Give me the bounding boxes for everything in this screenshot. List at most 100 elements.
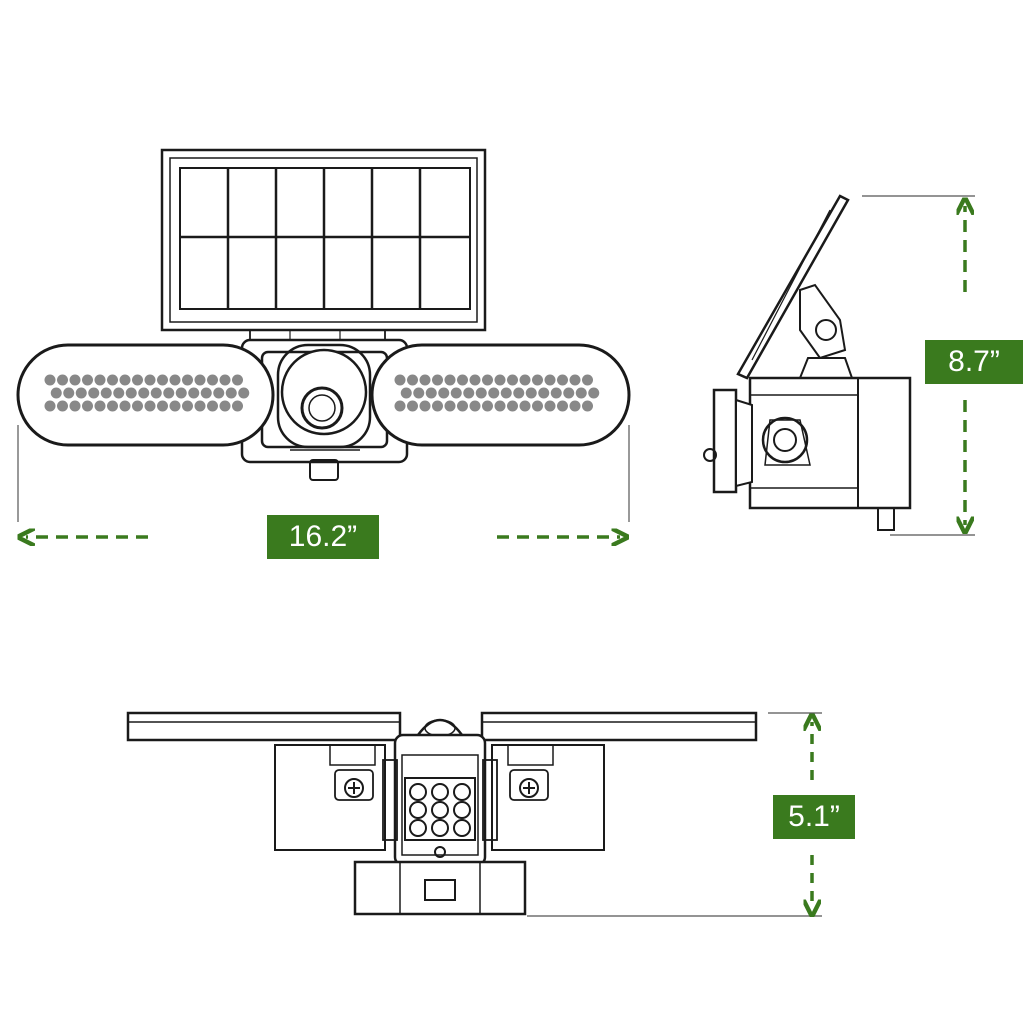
led-dot bbox=[507, 374, 518, 386]
led-dot bbox=[425, 387, 437, 399]
led-dot bbox=[544, 400, 556, 412]
depth-dimension-label: 5.1” bbox=[788, 800, 840, 833]
central-housing bbox=[240, 338, 409, 481]
led-dot bbox=[57, 400, 68, 412]
width-label-badge bbox=[267, 515, 379, 559]
depth-label-badge bbox=[773, 795, 855, 839]
led-dot bbox=[144, 400, 156, 412]
led-dot bbox=[82, 374, 93, 386]
led-dot bbox=[75, 387, 87, 399]
led-dot bbox=[100, 387, 112, 399]
led-dot bbox=[63, 387, 75, 399]
led-dot bbox=[575, 387, 587, 399]
width-dimension-label: 16.2” bbox=[288, 520, 358, 553]
led-dot bbox=[232, 400, 243, 412]
led-dot bbox=[550, 387, 562, 399]
camera-led-cell bbox=[409, 801, 427, 819]
solar-panel bbox=[160, 148, 487, 332]
led-dot bbox=[88, 387, 100, 399]
led-dot bbox=[69, 374, 81, 386]
led-dot bbox=[138, 387, 150, 399]
led-dot bbox=[200, 387, 212, 399]
led-dot bbox=[182, 374, 193, 386]
side-solar-panel bbox=[736, 194, 850, 380]
led-dot bbox=[438, 387, 450, 399]
led-dot bbox=[450, 387, 462, 399]
led-dot bbox=[44, 374, 56, 386]
led-dot bbox=[182, 400, 193, 412]
led-dot bbox=[582, 400, 593, 412]
led-dot bbox=[207, 400, 218, 412]
led-dot bbox=[519, 400, 531, 412]
right-light-head bbox=[370, 343, 631, 447]
led-dot bbox=[219, 400, 231, 412]
led-dot bbox=[469, 400, 481, 412]
led-dot bbox=[232, 374, 243, 386]
led-dot bbox=[69, 400, 81, 412]
led-dot bbox=[582, 374, 593, 386]
led-dot bbox=[407, 374, 418, 386]
camera-led-cell bbox=[409, 819, 427, 837]
led-dot bbox=[107, 374, 118, 386]
led-dot bbox=[557, 400, 568, 412]
side-view bbox=[703, 194, 912, 531]
led-dot bbox=[544, 374, 556, 386]
led-dot bbox=[394, 374, 406, 386]
led-dot bbox=[113, 387, 125, 399]
led-dot bbox=[588, 387, 600, 399]
led-dot bbox=[432, 400, 443, 412]
led-dot bbox=[132, 400, 143, 412]
led-dot bbox=[119, 400, 131, 412]
led-dot bbox=[494, 374, 506, 386]
camera-led-cell bbox=[453, 819, 471, 837]
led-dot bbox=[207, 374, 218, 386]
led-dot bbox=[569, 374, 581, 386]
led-dot bbox=[169, 400, 181, 412]
led-dot bbox=[94, 374, 106, 386]
camera-led-cell bbox=[453, 783, 471, 801]
led-dot bbox=[482, 374, 493, 386]
led-dot bbox=[57, 374, 68, 386]
camera-led-cell bbox=[431, 801, 449, 819]
led-dot bbox=[525, 387, 537, 399]
led-dot bbox=[538, 387, 550, 399]
height-dimension-label: 8.7” bbox=[948, 345, 1000, 378]
led-dot bbox=[482, 400, 493, 412]
led-dot bbox=[132, 374, 143, 386]
led-dot bbox=[444, 374, 456, 386]
led-dot bbox=[225, 387, 237, 399]
led-dot bbox=[157, 400, 168, 412]
led-dot bbox=[457, 374, 468, 386]
led-dot bbox=[188, 387, 200, 399]
led-dot bbox=[107, 400, 118, 412]
led-dot bbox=[144, 374, 156, 386]
front-view bbox=[16, 148, 631, 481]
camera-led-cell bbox=[409, 783, 427, 801]
led-dot bbox=[513, 387, 525, 399]
led-dot bbox=[419, 374, 431, 386]
led-dot bbox=[563, 387, 575, 399]
led-dot bbox=[444, 400, 456, 412]
led-dot bbox=[157, 374, 168, 386]
led-dot bbox=[125, 387, 137, 399]
led-dot bbox=[50, 387, 62, 399]
height-label-badge bbox=[925, 340, 1023, 384]
led-dot bbox=[163, 387, 175, 399]
led-dot bbox=[194, 374, 206, 386]
led-dot bbox=[500, 387, 512, 399]
led-dot bbox=[507, 400, 518, 412]
led-dot bbox=[569, 400, 581, 412]
led-dot bbox=[469, 374, 481, 386]
led-dot bbox=[532, 374, 543, 386]
led-dot bbox=[219, 374, 231, 386]
led-dot bbox=[150, 387, 162, 399]
left-led-array bbox=[44, 374, 250, 412]
led-dot bbox=[394, 400, 406, 412]
led-dot bbox=[475, 387, 487, 399]
led-dot bbox=[463, 387, 475, 399]
led-dot bbox=[119, 374, 131, 386]
led-dot bbox=[213, 387, 225, 399]
led-dot bbox=[532, 400, 543, 412]
led-dot bbox=[519, 374, 531, 386]
